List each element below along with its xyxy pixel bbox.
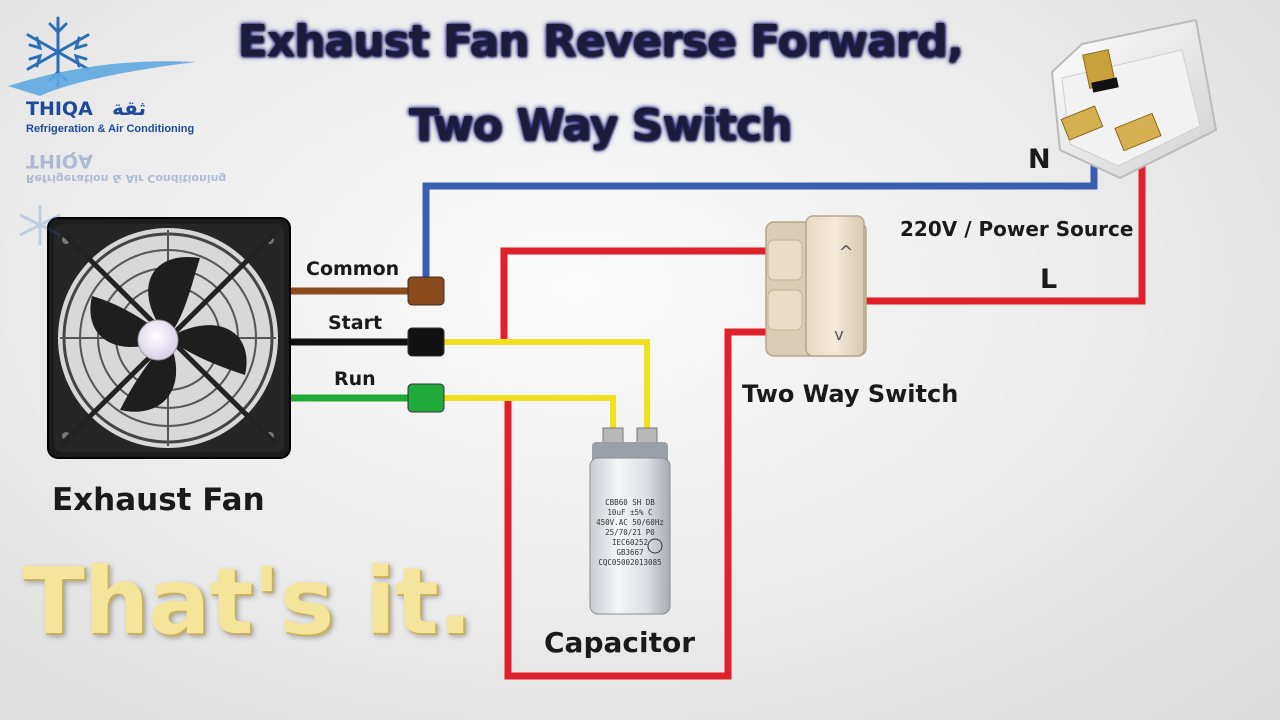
capacitor-spec-line: CQC05002013085	[598, 558, 661, 567]
common-label: Common	[306, 258, 400, 280]
power-plug-icon	[1050, 18, 1218, 180]
run-terminal	[407, 383, 445, 413]
switch-output-wire-1	[500, 247, 778, 342]
power-source-label: 220V / Power Source	[900, 217, 1134, 241]
brand-reflection-text: Refrigeration & Air Conditioning THIQA	[26, 150, 226, 185]
fan-label: Exhaust Fan	[52, 482, 265, 518]
live-label: L	[1040, 264, 1058, 295]
neutral-wire	[422, 150, 1098, 280]
two-way-switch-icon	[765, 215, 867, 357]
common-terminal	[407, 276, 445, 306]
brand-reflection	[19, 205, 61, 245]
exhaust-fan-icon	[47, 217, 291, 459]
capacitor-icon	[589, 427, 671, 615]
brand-name: THIQA	[26, 98, 93, 120]
live-wire	[858, 160, 1146, 305]
run-label: Run	[334, 368, 376, 390]
capacitor-label: Capacitor	[544, 626, 696, 659]
capacitor-spec-line: IEC60252	[612, 538, 648, 547]
switch-label: Two Way Switch	[742, 380, 959, 408]
capacitor-spec-line: 25/70/21 P0	[605, 528, 655, 537]
capacitor-spec-line: 450V.AC 50/60Hz	[596, 518, 664, 527]
page-title-line2: Two Way Switch	[408, 100, 793, 151]
capacitor-lead-run	[444, 395, 616, 438]
brand-reflection-subtitle: Refrigeration & Air Conditioning	[26, 172, 227, 185]
switch-output-wire-2	[504, 328, 778, 680]
page-title-line1: Exhaust Fan Reverse Forward,	[237, 16, 964, 67]
brand-arabic: ثقة	[112, 96, 147, 120]
switch-up-symbol: ^	[838, 242, 853, 263]
capacitor-spec-line: CBB60 SH DB	[605, 498, 655, 507]
closing-text: That's it.	[22, 548, 473, 655]
start-label: Start	[328, 312, 383, 334]
switch-down-symbol: v	[834, 325, 843, 344]
brand-reflection-name: THIQA	[26, 150, 93, 172]
neutral-label: N	[1028, 144, 1051, 175]
brand-swoosh	[8, 61, 196, 96]
start-terminal	[407, 327, 445, 357]
capacitor-spec-line: GB3667	[616, 548, 643, 557]
brand-subtitle: Refrigeration & Air Conditioning	[26, 123, 195, 135]
capacitor-spec-line: 10uF ±5% C	[607, 508, 652, 517]
capacitor-lead-start	[444, 339, 650, 438]
